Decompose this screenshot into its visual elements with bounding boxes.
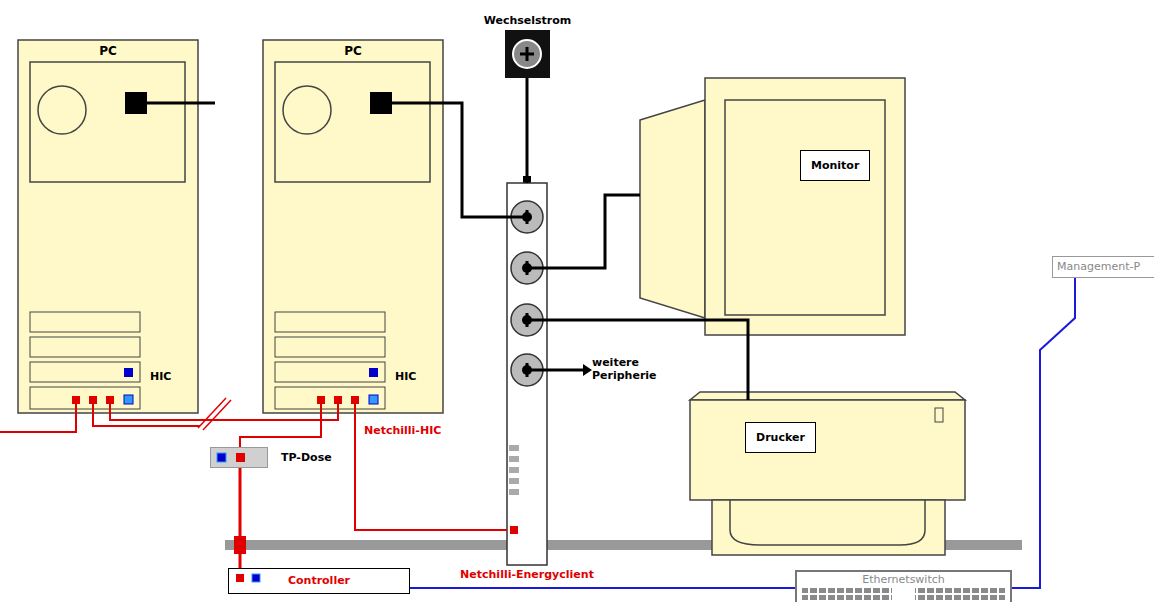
cable	[526, 78, 529, 183]
monitor: Monitor	[640, 78, 905, 335]
power-strip	[507, 183, 547, 565]
device-name: PC	[99, 44, 117, 58]
strip-label: Netchilli-Energyclient	[460, 568, 594, 581]
management-pc: Management-P	[1052, 256, 1154, 278]
tp-socket: TP-Dose	[210, 447, 268, 468]
peripheral-note: weitere Peripherie	[592, 356, 672, 382]
cable	[547, 320, 748, 400]
card-label: HIC	[395, 370, 416, 383]
socket-label: TP-Dose	[281, 451, 332, 464]
printer-drawing	[690, 392, 965, 400]
pc-tower-drawing	[263, 40, 443, 413]
hic-cable	[0, 413, 76, 432]
ethernet-switch: Ethernetswitch	[795, 570, 1012, 602]
cable	[239, 468, 242, 568]
cable	[547, 195, 640, 268]
switch-ports	[915, 587, 1005, 601]
pc-tower: PC HIC	[263, 40, 443, 413]
device-name: Management-P	[1057, 260, 1140, 273]
device-name: Ethernetswitch	[862, 573, 945, 586]
cable	[443, 103, 507, 217]
monitor-drawing	[640, 100, 705, 318]
device-name: Drucker	[745, 422, 816, 453]
pc-tower: PC HIC	[18, 40, 198, 413]
arrow-head	[583, 364, 592, 376]
printer: Drucker	[690, 400, 965, 500]
wall-socket	[505, 30, 550, 78]
cable	[355, 413, 507, 530]
pc-tower-drawing	[18, 40, 198, 413]
cable	[240, 413, 321, 447]
card-label: HIC	[150, 370, 171, 383]
power-strip: Netchilli-Energyclient	[507, 183, 547, 565]
cable	[410, 587, 795, 589]
controller-box: Controller	[228, 568, 410, 594]
hic-cable	[203, 400, 231, 430]
cable	[1012, 278, 1075, 588]
card-name: Netchilli-HIC	[364, 424, 441, 437]
wall-socket: Wechselstrom	[505, 30, 550, 78]
switch-ports	[802, 587, 892, 601]
power-cable	[198, 102, 215, 105]
device-name: PC	[344, 44, 362, 58]
hic-cable	[198, 398, 226, 428]
device-name: Monitor	[800, 150, 870, 181]
device-name: Controller	[288, 574, 350, 587]
socket-label: Wechselstrom	[484, 14, 572, 27]
cable	[110, 413, 338, 420]
